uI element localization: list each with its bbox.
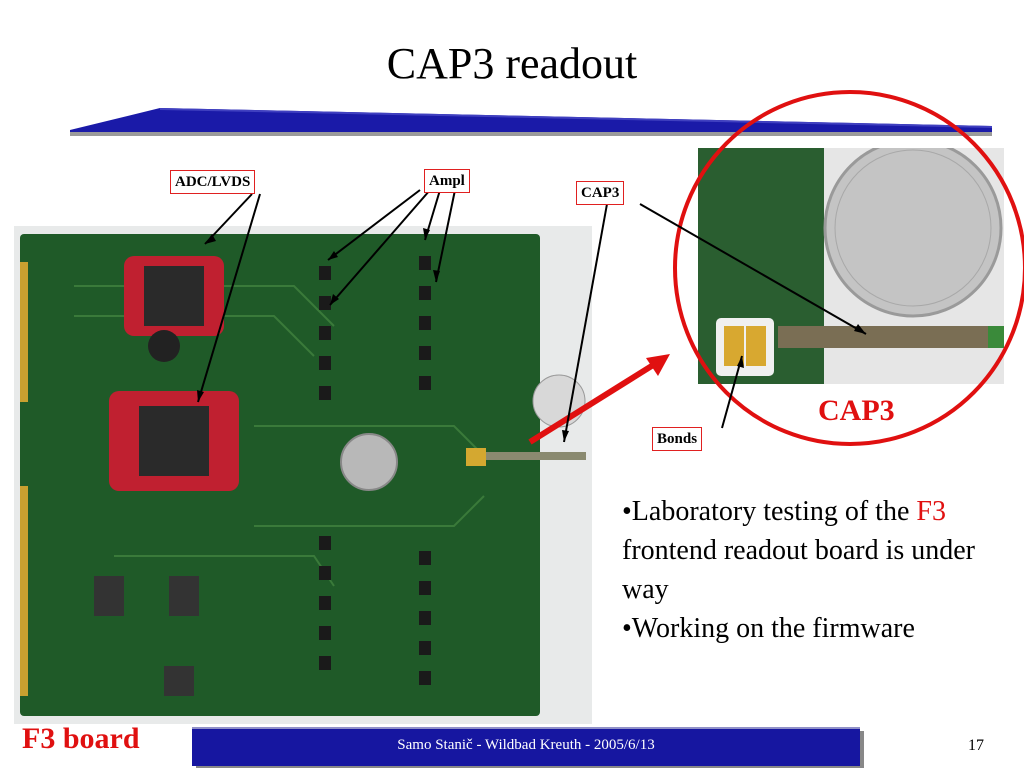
adc-chip-bottom xyxy=(109,391,239,491)
adc-chip-top xyxy=(124,256,224,336)
zoom-arrow xyxy=(528,354,670,445)
slide-title: CAP3 readout xyxy=(386,39,638,88)
f3-board-photo xyxy=(14,226,592,724)
bullet-list: •Laboratory testing of the F3 frontend r… xyxy=(622,492,1002,648)
page-number: 17 xyxy=(968,737,984,754)
coin xyxy=(340,433,398,491)
f3-accent: F3 xyxy=(916,496,946,527)
bullet-item: •Laboratory testing of the F3 frontend r… xyxy=(622,496,975,605)
ampl-label: Ampl xyxy=(424,169,470,193)
highlight-ellipse xyxy=(673,90,1024,446)
footer-bar xyxy=(192,727,860,766)
bullet-item: •Working on the firmware xyxy=(622,613,915,644)
title-underline xyxy=(70,108,992,136)
footer-text: Samo Stanič - Wildbad Kreuth - 2005/6/13 xyxy=(397,737,655,753)
cap3-small-label: CAP3 xyxy=(576,181,625,205)
f3-board-label: F3 board xyxy=(22,722,140,755)
adc-lvds-label: ADC/LVDS xyxy=(170,170,256,194)
cap3-large-label: CAP3 xyxy=(818,394,895,427)
bonds-label: Bonds xyxy=(652,427,703,451)
